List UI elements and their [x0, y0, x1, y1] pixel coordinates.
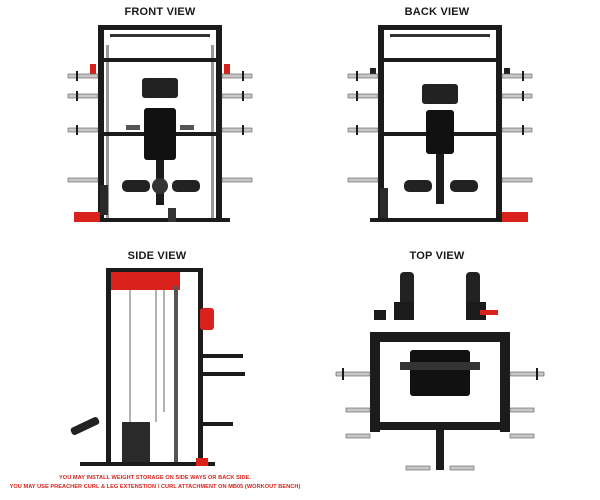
installation-notes: YOU MAY INSTALL WEIGHT STORAGE ON SIDE W… — [0, 474, 310, 491]
front-view-drawing — [67, 25, 253, 222]
side-view-drawing — [70, 268, 245, 466]
front-view-title: FRONT VIEW — [124, 6, 196, 18]
back-view-drawing — [347, 25, 533, 222]
top-view-title: TOP VIEW — [409, 250, 465, 262]
note-line: YOU MAY INSTALL WEIGHT STORAGE ON SIDE W… — [59, 475, 251, 481]
side-view-title: SIDE VIEW — [127, 250, 187, 262]
back-view-title: BACK VIEW — [404, 6, 470, 18]
note-line: YOU MAY USE PREACHER CURL & LEG EXTENSTI… — [9, 483, 301, 490]
top-view-drawing — [335, 272, 545, 471]
